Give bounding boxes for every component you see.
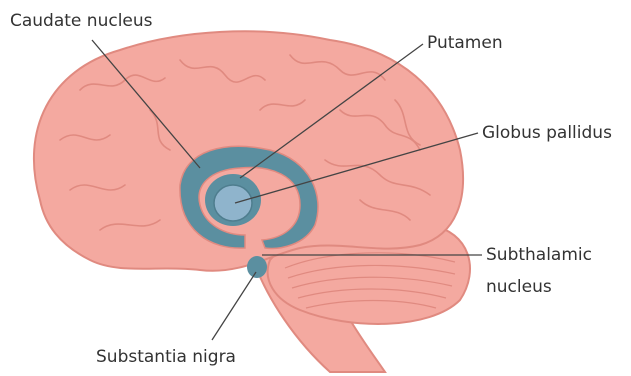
label-caudate-nucleus: Caudate nucleus — [10, 10, 153, 32]
label-substantia-nigra: Substantia nigra — [96, 346, 236, 368]
label-globus-pallidus: Globus pallidus — [482, 122, 612, 144]
label-subthalamic-line1: Subthalamic — [486, 244, 592, 266]
label-putamen: Putamen — [427, 32, 503, 54]
leader-substantia — [212, 272, 256, 340]
globus-pallidus-shape — [214, 185, 252, 221]
subthalamic-shape — [247, 256, 267, 278]
label-subthalamic-line2: nucleus — [486, 276, 552, 298]
